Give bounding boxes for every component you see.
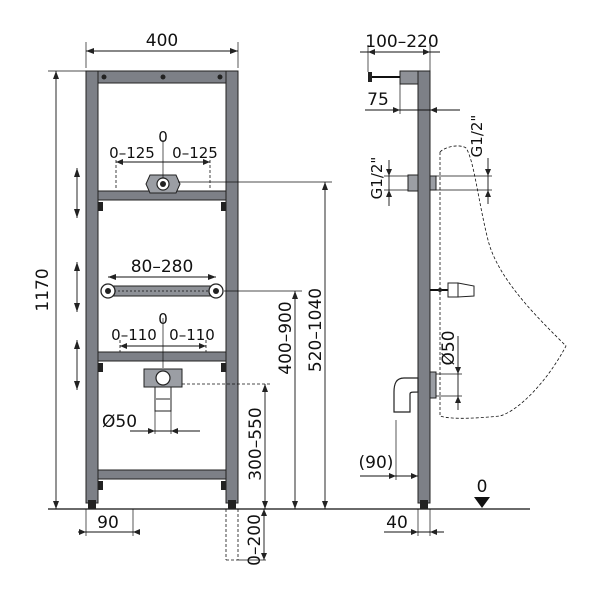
label-left-125: 0–125 xyxy=(109,144,155,162)
dimension-75: 75 xyxy=(365,84,460,114)
label-400-900: 400–900 xyxy=(276,301,296,374)
label-80-280: 80–280 xyxy=(131,257,194,277)
side-water-inlet xyxy=(407,174,437,192)
label-100-220: 100–220 xyxy=(365,32,438,52)
dimension-diameter-50-side: Ø50 xyxy=(436,330,462,410)
dimension-100-220: 100–220 xyxy=(360,32,440,72)
label-lower-zero: 0 xyxy=(158,310,168,328)
dimension-0-125: 0 0–125 0–125 xyxy=(109,128,218,188)
side-frame xyxy=(368,70,431,509)
label-0-200: 0–200 xyxy=(245,514,265,566)
dimension-90-side: (90) xyxy=(359,420,418,480)
side-flush-valve xyxy=(430,282,475,298)
label-90: 90 xyxy=(97,513,119,533)
dimension-300-550: 300–550 xyxy=(182,383,272,509)
drain-fitting xyxy=(143,368,183,412)
side-drain-elbow xyxy=(393,371,437,413)
label-pipe-diameter-side: Ø50 xyxy=(439,330,459,365)
dimension-40: 40 xyxy=(384,509,444,536)
dimension-90: 90 xyxy=(78,509,140,536)
floor-extension-front xyxy=(225,509,239,561)
dimension-520-1040: 520–1040 xyxy=(178,181,332,509)
double-arrow-icon xyxy=(74,340,80,390)
urinal-outline xyxy=(439,145,567,419)
dimension-thread-right: G1/2" xyxy=(436,115,492,204)
adjustable-bracket xyxy=(100,283,224,299)
dimension-0-200: 0–200 xyxy=(238,509,267,566)
water-inlet-fitting xyxy=(145,174,181,194)
label-1170: 1170 xyxy=(33,268,53,311)
label-300-550: 300–550 xyxy=(246,407,266,480)
dimension-thread-left: G1/2" xyxy=(368,157,408,206)
label-520-1040: 520–1040 xyxy=(306,288,326,372)
label-40: 40 xyxy=(386,513,408,533)
label-floor-zero: 0 xyxy=(477,477,488,497)
dimension-400-900: 400–900 xyxy=(224,290,302,509)
dimension-0-110: 0 0–110 0–110 xyxy=(111,310,215,368)
double-arrow-icon xyxy=(74,168,80,218)
label-pipe-diameter-front: Ø50 xyxy=(102,412,137,432)
floor-level-triangle-icon: 0 xyxy=(474,477,490,508)
label-400: 400 xyxy=(146,31,178,51)
double-arrow-icon xyxy=(74,262,80,312)
label-thread-left: G1/2" xyxy=(368,157,386,200)
label-90-side: (90) xyxy=(359,453,394,473)
dimension-1170: 1170 xyxy=(33,70,86,509)
dimension-diameter-50-front: Ø50 xyxy=(102,411,200,434)
label-left-110: 0–110 xyxy=(111,326,157,344)
label-right-110: 0–110 xyxy=(169,326,215,344)
dimension-400: 400 xyxy=(85,31,239,68)
label-right-125: 0–125 xyxy=(172,144,218,162)
label-thread-right: G1/2" xyxy=(468,115,486,158)
label-75: 75 xyxy=(367,90,389,110)
dimension-80-280: 80–280 xyxy=(108,257,216,280)
label-top-zero: 0 xyxy=(158,128,168,146)
